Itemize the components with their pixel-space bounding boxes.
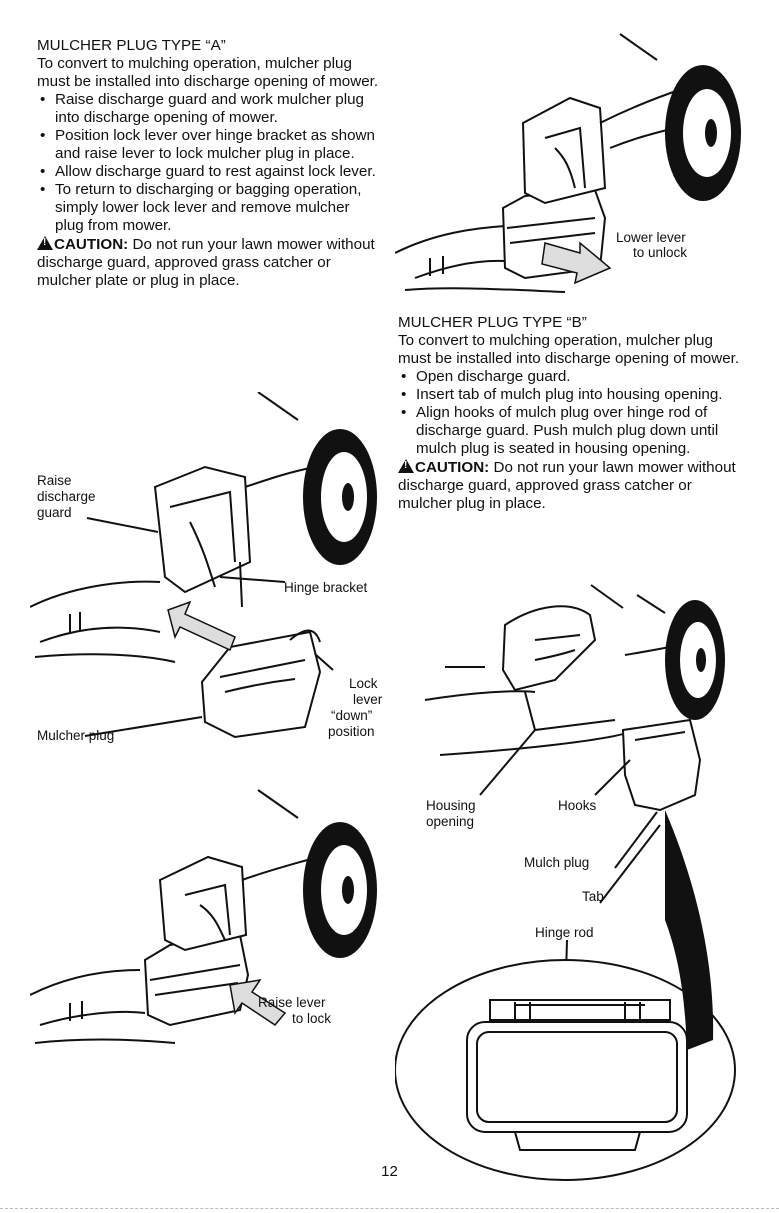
section-heading-type-a: MULCHER PLUG TYPE “A”: [37, 37, 226, 54]
caution-label: CAUTION:: [54, 236, 129, 253]
figure-raise-guard: [30, 392, 377, 739]
left-column-text: MULCHER PLUG TYPE “A” To convert to mulc…: [37, 37, 382, 290]
caution-label: CAUTION:: [415, 459, 490, 476]
list-item: Open discharge guard.: [398, 368, 743, 386]
label-to-unlock: to unlock: [633, 245, 688, 260]
label-lock: Lock: [349, 676, 378, 691]
instruction-list: Open discharge guard. Insert tab of mulc…: [398, 368, 743, 458]
instruction-list: Raise discharge guard and work mulcher p…: [37, 91, 382, 235]
label-mulcher-plug: Mulcher plug: [37, 728, 115, 743]
list-item: Position lock lever over hinge bracket a…: [37, 127, 382, 163]
page-bottom-rule: [0, 1208, 779, 1209]
intro-paragraph: To convert to mulching operation, mulche…: [37, 55, 379, 90]
right-column-text: MULCHER PLUG TYPE “B” To convert to mulc…: [398, 314, 743, 513]
label-lower-lever: Lower lever: [616, 230, 686, 245]
label-discharge: discharge: [37, 489, 96, 504]
warning-triangle-icon: [398, 459, 414, 473]
list-item: Raise discharge guard and work mulcher p…: [37, 91, 382, 127]
label-mulch-plug: Mulch plug: [524, 855, 590, 870]
figure-mulch-plug-type-b: [395, 584, 736, 1181]
list-item: To return to discharging or bagging oper…: [37, 181, 382, 235]
label-raise: Raise: [37, 473, 72, 488]
list-item: Insert tab of mulch plug into housing op…: [398, 386, 743, 404]
label-housing: Housing: [426, 798, 476, 813]
list-item: Allow discharge guard to rest against lo…: [37, 163, 382, 181]
caution-paragraph: CAUTION: Do not run your lawn mower with…: [37, 235, 382, 290]
label-hooks: Hooks: [558, 798, 597, 813]
figure-lower-lever: [395, 33, 741, 293]
section-heading-type-b: MULCHER PLUG TYPE “B”: [398, 314, 587, 331]
label-to-lock: to lock: [292, 1011, 332, 1026]
figure-raise-lever: [30, 789, 377, 1044]
label-raise-lever: Raise lever: [258, 995, 326, 1010]
warning-triangle-icon: [37, 236, 53, 250]
intro-paragraph: To convert to mulching operation, mulche…: [398, 332, 740, 367]
caution-text: Do not run your lawn mower without disch…: [37, 236, 375, 289]
caution-text: Do not run your lawn mower without disch…: [398, 459, 736, 512]
label-lever: lever: [353, 692, 383, 707]
label-tab: Tab: [582, 889, 604, 904]
page-number: 12: [381, 1163, 398, 1180]
label-hinge-bracket: Hinge bracket: [284, 580, 368, 595]
list-item: Align hooks of mulch plug over hinge rod…: [398, 404, 743, 458]
label-down: “down”: [331, 708, 373, 723]
label-opening: opening: [426, 814, 475, 829]
label-hinge-rod: Hinge rod: [535, 925, 594, 940]
label-guard: guard: [37, 505, 72, 520]
caution-paragraph: CAUTION: Do not run your lawn mower with…: [398, 458, 743, 513]
label-position: position: [328, 724, 375, 739]
